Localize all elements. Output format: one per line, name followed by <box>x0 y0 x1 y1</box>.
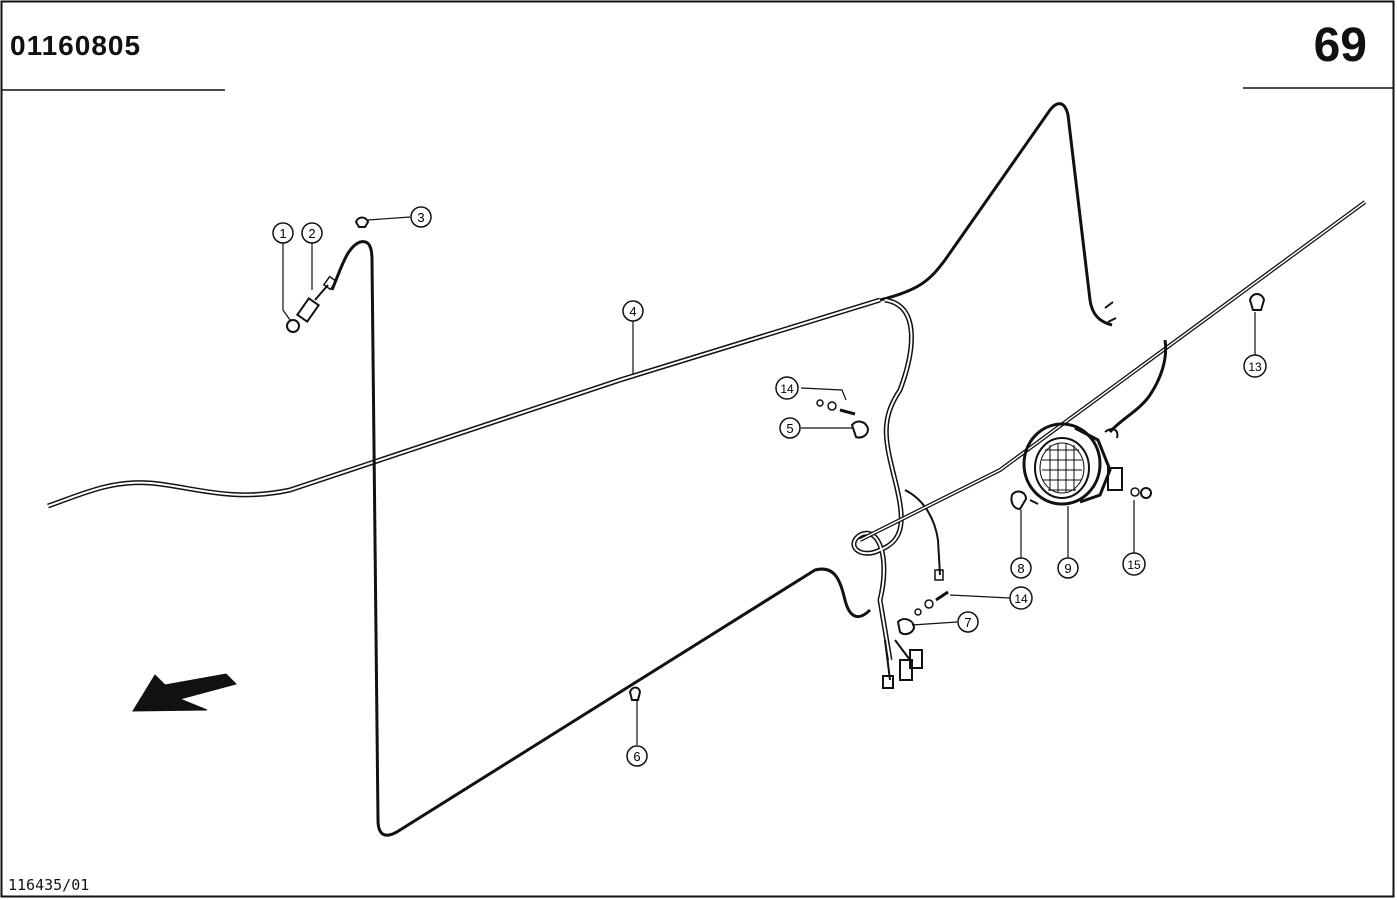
direction-arrow-icon <box>132 673 237 712</box>
lead-connector <box>934 569 944 581</box>
callout-3: 3 <box>410 206 432 228</box>
callout-8: 8 <box>1010 557 1032 579</box>
callout-14-lower: 14 <box>1009 586 1033 610</box>
bracket-part-7 <box>896 590 949 636</box>
callout-6-label: 6 <box>633 749 640 764</box>
bracket-part-5 <box>816 399 870 439</box>
callout-9: 9 <box>1057 557 1079 579</box>
lamp-branch-harness <box>1108 339 1168 433</box>
callout-4-label: 4 <box>629 304 636 319</box>
lead-wire <box>904 489 941 576</box>
callout-2-label: 2 <box>308 226 315 241</box>
upper-branch-clip <box>1104 301 1117 323</box>
callout-13-label: 13 <box>1248 360 1262 374</box>
callout-1-label: 1 <box>279 226 286 241</box>
right-harness-inner <box>859 201 1366 541</box>
bottom-connectors <box>884 639 911 681</box>
reference-number: 116435/01 <box>8 876 90 894</box>
callout-7-label: 7 <box>964 615 971 630</box>
bracket-part-8 <box>1010 490 1039 511</box>
callout-1: 1 <box>272 222 294 244</box>
clip-part-3 <box>354 216 370 228</box>
callout-3-label: 3 <box>417 210 424 225</box>
callout-9-label: 9 <box>1064 561 1071 576</box>
main-harness-inner <box>47 299 881 507</box>
callout-15-label: 15 <box>1127 558 1141 572</box>
callout-14-upper: 14 <box>775 376 799 400</box>
clip-part-13 <box>1248 293 1266 311</box>
work-lamp <box>1022 422 1123 506</box>
nut-part-15 <box>1130 487 1152 499</box>
callout-5: 5 <box>779 417 801 439</box>
callout-15: 15 <box>1122 552 1146 576</box>
callout-13: 13 <box>1243 354 1267 378</box>
sensor-part <box>286 275 338 333</box>
connector-c <box>909 649 923 669</box>
callout-7: 7 <box>957 611 979 633</box>
clip-part-6 <box>628 686 642 701</box>
lower-loop-harness <box>330 240 872 837</box>
drawing-number: 01160805 <box>10 30 142 61</box>
callout-14-upper-label: 14 <box>780 382 794 396</box>
callout-4: 4 <box>622 300 644 322</box>
page-number: 69 <box>1313 19 1367 72</box>
callout-14-lower-label: 14 <box>1014 592 1028 606</box>
connector-a <box>882 675 894 689</box>
callout-2: 2 <box>301 222 323 244</box>
connector-b <box>899 659 913 681</box>
callout-5-label: 5 <box>786 421 793 436</box>
callout-6: 6 <box>626 745 648 767</box>
upper-branch-harness <box>879 102 1113 327</box>
leader-lines <box>282 216 1256 745</box>
callout-8-label: 8 <box>1017 561 1024 576</box>
